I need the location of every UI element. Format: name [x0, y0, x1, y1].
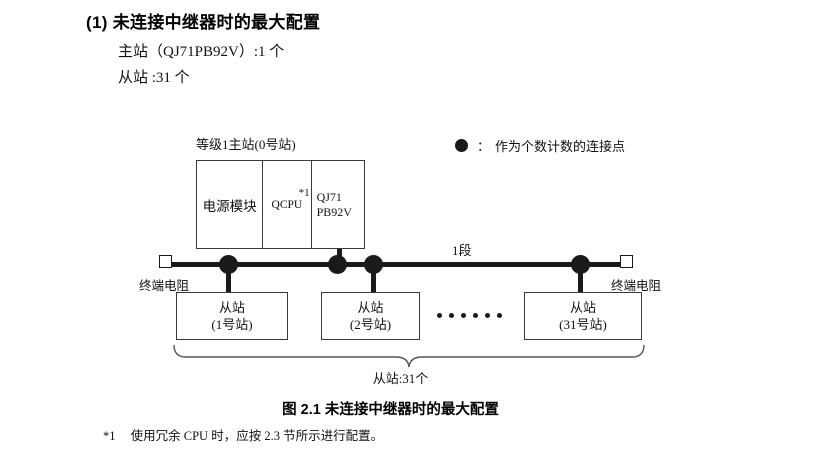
slave-31-line1: 从站 [569, 300, 596, 315]
section-line-slave: 从站 :31 个 [118, 70, 190, 86]
footnote-mark: *1 [103, 429, 116, 443]
module-qj71pb92v-line1: QJ71 [316, 189, 342, 204]
module-qcpu-label: QCPU [271, 198, 303, 211]
terminator-left-icon [159, 255, 172, 268]
slave-station-box-1: 从站 (1号站) [176, 292, 288, 340]
slave1-drop-line [226, 265, 231, 293]
module-power-supply-label: 电源模块 [202, 198, 257, 214]
footnote-text: 使用冗余 CPU 时，应按 2.3 节所示进行配置。 [130, 429, 384, 443]
module-qcpu-footnote-mark: *1 [298, 187, 310, 199]
section-title-text: 未连接中继器时的最大配置 [112, 13, 321, 32]
module-qj71pb92v: QJ71 PB92V [312, 161, 364, 248]
connection-node-slave31 [571, 255, 590, 274]
slave2-drop-line [371, 265, 376, 293]
legend-colon: ： [477, 139, 491, 154]
terminator-right-label: 终端电阻 [611, 279, 662, 293]
footnote: *1 使用冗余 CPU 时，应按 2.3 节所示进行配置。 [103, 425, 383, 444]
slave-2-line2: (2号站) [349, 317, 392, 332]
section-line-master: 主站（QJ71PB92V）:1 个 [118, 44, 285, 60]
connection-node-slave2 [364, 255, 383, 274]
slaves-brace-label-text: 从站:31个 [372, 371, 429, 386]
terminator-left-label: 终端电阻 [139, 279, 190, 293]
legend: ： 作为个数计数的连接点 [455, 136, 625, 155]
section-number: (1) [86, 13, 108, 32]
module-qj71pb92v-line2: PB92V [316, 204, 352, 219]
legend-text: 作为个数计数的连接点 [495, 139, 626, 154]
slaves-brace-label: 从站:31个 [0, 368, 821, 387]
slave-station-box-31: 从站 (31号站) [524, 292, 642, 340]
slave-station-box-2: 从站 (2号站) [321, 292, 420, 340]
master-station-box: 电源模块 QCPU *1 QJ71 PB92V [196, 160, 365, 249]
slaves-ellipsis [437, 313, 502, 318]
module-qcpu: QCPU *1 [263, 161, 312, 248]
slave-1-line2: (1号站) [211, 317, 253, 332]
connection-node-master [328, 255, 347, 274]
slave-1-line1: 从站 [218, 300, 245, 315]
slave-31-line2: (31号站) [559, 317, 607, 332]
master-station-label: 等级1主站(0号站) [196, 137, 296, 152]
segment-label: 1段 [452, 243, 472, 258]
figure-caption-text: 图 2.1 未连接中继器时的最大配置 [282, 402, 499, 418]
figure-caption: 图 2.1 未连接中继器时的最大配置 [0, 398, 821, 419]
filled-circle-icon [455, 139, 468, 152]
connection-node-slave1 [219, 255, 238, 274]
module-qj71pb92v-label: QJ71 PB92V [317, 190, 352, 220]
bus-trunk-line [166, 262, 621, 267]
module-power-supply: 电源模块 [197, 161, 264, 248]
slaves-brace [173, 344, 645, 368]
slave31-drop-line [578, 265, 583, 293]
section-heading: (1) 未连接中继器时的最大配置 [86, 8, 320, 33]
slave-2-line1: 从站 [357, 300, 384, 315]
terminator-right-icon [620, 255, 633, 268]
